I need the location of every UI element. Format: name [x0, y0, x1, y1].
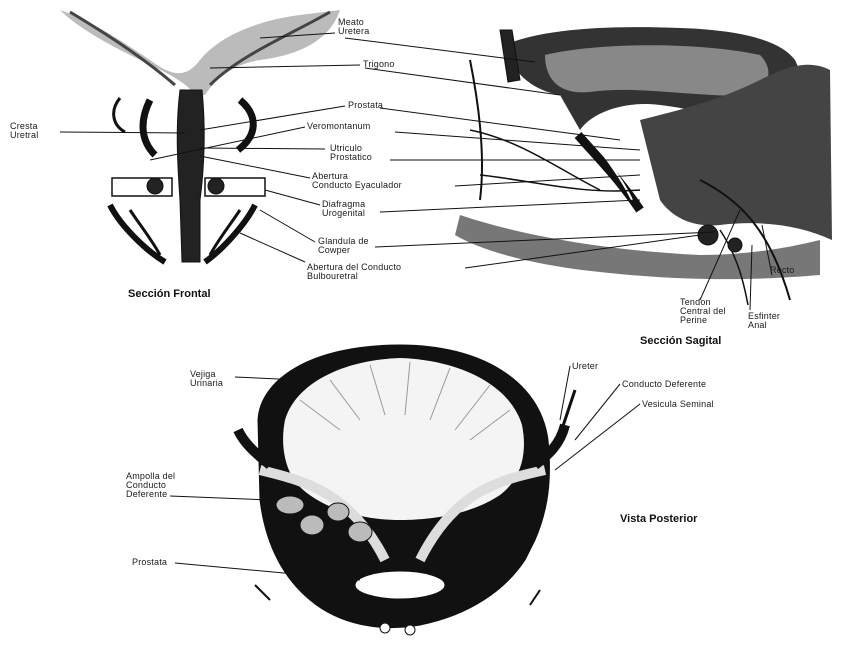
label-conducto-deferente: Conducto Deferente — [622, 380, 706, 389]
posterior-view-drawing — [238, 345, 575, 635]
section-title-frontal: Sección Frontal — [128, 288, 211, 300]
label-ampolla-conducto-deferente: Ampolla del Conducto Deferente — [126, 472, 175, 499]
label-veromontanum: Veromontanum — [307, 122, 370, 131]
label-vesicula-seminal: Vesicula Seminal — [642, 400, 714, 409]
label-prostata-bottom: Prostata — [132, 558, 167, 567]
label-utriculo-prostatico: Utriculo Prostatico — [330, 144, 372, 162]
sagittal-section-drawing — [455, 27, 832, 305]
label-recto: Recto — [770, 266, 795, 275]
label-cresta-uretral: Cresta Uretral — [10, 122, 38, 140]
label-glandula-cowper: Glandula de Cowper — [318, 237, 369, 255]
label-trigono: Trigono — [363, 60, 395, 69]
label-prostata-top: Prostata — [348, 101, 383, 110]
label-abertura-conducto-bulbouretral: Abertura del Conducto Bulbouretral — [307, 263, 401, 281]
label-abertura-conducto-eyaculador: Abertura Conducto Eyaculador — [312, 172, 402, 190]
section-title-sagital: Sección Sagital — [640, 335, 721, 347]
label-meato-ureteral: Meato Uretera — [338, 18, 369, 36]
label-ureter: Ureter — [572, 362, 598, 371]
label-diafragma-urogenital: Diafragma Urogenital — [322, 200, 365, 218]
label-vejiga-urinaria: Vejiga Urinaria — [190, 370, 223, 388]
label-tendon-central-perine: Tendon Central del Perine — [680, 298, 726, 325]
label-esfinter-anal: Esfinter Anal — [748, 312, 780, 330]
section-title-posterior: Vista Posterior — [620, 513, 697, 525]
frontal-section-drawing — [60, 10, 340, 262]
